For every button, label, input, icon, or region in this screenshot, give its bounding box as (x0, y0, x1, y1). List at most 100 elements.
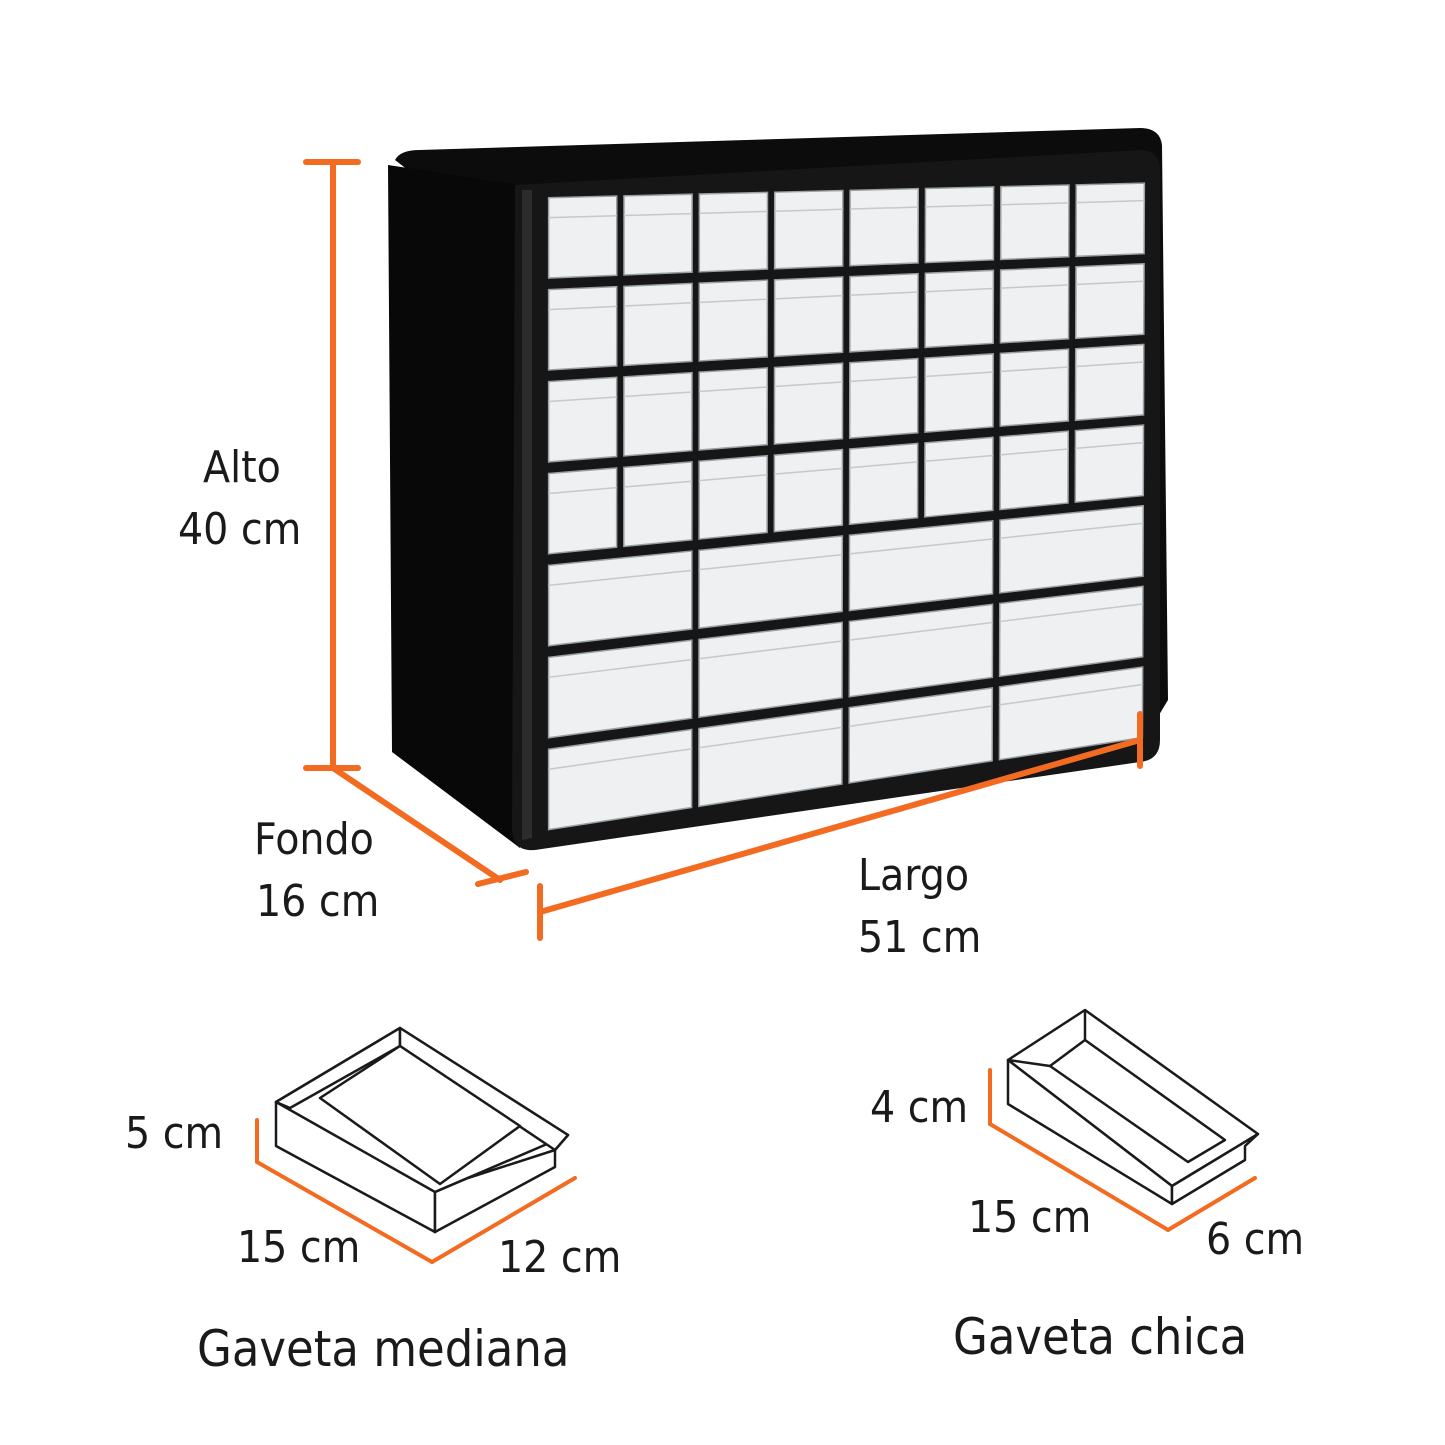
largo-dimension-line (537, 737, 1143, 915)
small-drawer (924, 269, 995, 349)
small-drawer-lid (774, 208, 843, 212)
small-drawer (1074, 343, 1145, 422)
drawer-grid (547, 182, 1146, 831)
medium-drawer (698, 535, 844, 630)
small-drawer (1074, 424, 1145, 504)
small-drawer-lid (924, 454, 993, 463)
small-drawer (999, 184, 1070, 261)
fondo-dimension-line (330, 765, 503, 883)
small-drawer (773, 189, 844, 270)
small-drawer-lid (699, 474, 768, 482)
small-drawer (849, 187, 919, 267)
small-drawer (924, 353, 994, 434)
small-drawer-lid (699, 298, 768, 304)
small-drawer (773, 276, 844, 358)
medium-drawer-caption: Gaveta mediana (197, 1320, 570, 1378)
small-drawer (547, 467, 618, 555)
medium-drawer-lid (548, 748, 692, 770)
small-drawer (848, 442, 919, 526)
small-drawer-lid (1000, 448, 1069, 456)
small-drawer-lid (925, 204, 994, 208)
small-drawer (924, 436, 994, 518)
alto-label: Alto (203, 442, 281, 493)
small-drawer-lid (1075, 280, 1145, 286)
small-drawer-lid (925, 287, 994, 293)
small-drawer-lid (1000, 366, 1069, 373)
small-drawer-lid (774, 467, 843, 475)
medium-drawer-height: 5 cm (125, 1108, 224, 1159)
medium-drawer-lid (999, 522, 1144, 539)
medium-drawer-lid (849, 538, 993, 555)
small-drawer (698, 191, 769, 273)
medium-drawer-lid (698, 726, 843, 749)
largo-label: Largo (858, 850, 970, 901)
small-drawer-caption: Gaveta chica (953, 1308, 1248, 1366)
small-drawer (623, 461, 693, 548)
alto-value: 40 cm (178, 504, 302, 555)
small-drawer-lid (548, 305, 617, 311)
largo-value: 51 cm (858, 912, 982, 963)
cabinet-left-side (388, 165, 520, 848)
fondo-tick-end (475, 869, 529, 887)
medium-drawer-lid (698, 553, 843, 571)
small-drawer (849, 272, 919, 353)
small-drawer-lid (548, 214, 617, 219)
medium-drawer (547, 550, 693, 647)
small-drawer (1075, 263, 1145, 340)
small-drawer (547, 285, 618, 371)
small-drawer-lid (849, 291, 919, 297)
small-drawer-height: 4 cm (870, 1082, 969, 1133)
small-drawer-lid (548, 486, 617, 495)
small-drawer-lid (1075, 441, 1144, 450)
small-drawer (547, 195, 618, 279)
organizer-cabinet (388, 128, 1168, 851)
small-drawer-lid (699, 386, 768, 393)
small-drawer (623, 282, 693, 367)
small-drawer-lid (1076, 199, 1145, 204)
small-drawer-illustration (1006, 1008, 1260, 1206)
medium-drawer-lid (548, 569, 692, 587)
small-drawer (698, 279, 769, 362)
medium-drawer-lid (999, 683, 1143, 706)
medium-drawer-lid (698, 640, 843, 660)
small-drawer-lid (548, 396, 617, 403)
small-drawer (848, 357, 919, 439)
fondo-value: 16 cm (256, 876, 380, 927)
small-drawer-dimension-lines (988, 1068, 1257, 1232)
small-drawer-lid (849, 461, 918, 469)
cabinet-front-highlight (522, 190, 532, 840)
small-drawer-length: 15 cm (968, 1192, 1092, 1243)
small-drawer (547, 376, 618, 463)
small-drawer-lid (623, 480, 692, 488)
small-drawer (623, 193, 693, 276)
small-drawer-lid (1000, 202, 1069, 206)
medium-drawer-illustration (274, 1026, 570, 1234)
small-drawer-lid (850, 206, 919, 210)
medium-drawer-dimension-lines (255, 1118, 577, 1264)
small-drawer (999, 348, 1070, 428)
small-drawer-lid (925, 371, 994, 378)
medium-drawer-lid (849, 621, 993, 641)
small-drawer (698, 454, 768, 540)
small-drawer (999, 266, 1070, 344)
small-drawer (999, 430, 1070, 511)
small-drawer-lid (774, 294, 843, 300)
small-drawer (623, 371, 693, 457)
medium-drawer-lid (548, 658, 692, 679)
medium-drawer-lid (849, 705, 993, 728)
small-drawer-width: 6 cm (1206, 1214, 1305, 1265)
medium-drawer-width: 12 cm (498, 1232, 622, 1283)
dimension-lines (303, 159, 1143, 941)
small-drawer (773, 448, 844, 533)
medium-drawer-lid (999, 603, 1143, 623)
small-drawer-lid (623, 391, 693, 398)
small-drawer-lid (1075, 361, 1144, 368)
small-drawer (773, 362, 844, 445)
small-drawer-lid (1000, 284, 1069, 289)
small-drawer (924, 186, 995, 264)
medium-drawer-length: 15 cm (237, 1222, 361, 1273)
small-drawer-lid (623, 212, 693, 217)
small-drawer (1075, 182, 1146, 258)
fondo-label: Fondo (254, 814, 374, 865)
